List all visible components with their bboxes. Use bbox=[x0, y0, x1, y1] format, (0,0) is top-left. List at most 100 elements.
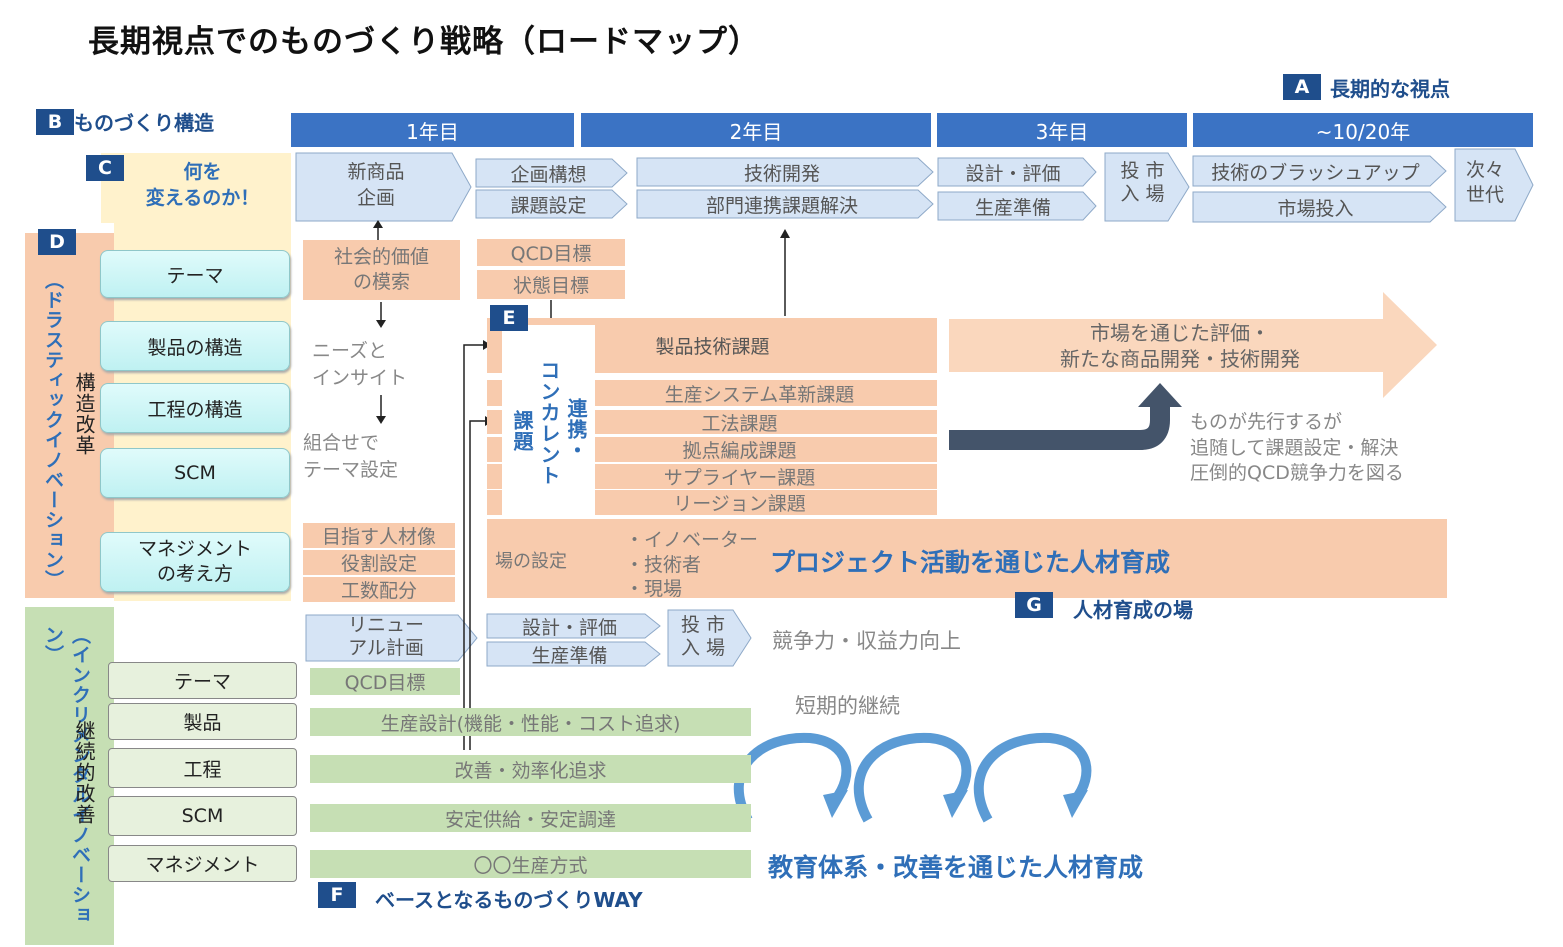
theme-button[interactable]: テーマ bbox=[100, 250, 290, 298]
social-value-1: 社会的価値 bbox=[333, 246, 429, 269]
c-header-bg bbox=[101, 153, 291, 223]
combo-2: テーマ設定 bbox=[303, 458, 399, 481]
tag-b: B bbox=[36, 109, 74, 135]
management-line1: マネジメント bbox=[137, 538, 252, 561]
label-renewal: リニュー アル計画 bbox=[306, 614, 466, 660]
workload-box: 工数配分 bbox=[303, 577, 455, 602]
label-launch-2: 入 場 bbox=[1120, 182, 1165, 205]
role-box: 役割設定 bbox=[303, 550, 455, 575]
label-next-1: 次々 bbox=[1465, 159, 1504, 181]
label-prep: 生産準備 bbox=[974, 196, 1051, 219]
chevron-dept bbox=[636, 189, 934, 219]
chevron-launch bbox=[1104, 152, 1190, 222]
label-next: 次々 世代 bbox=[1455, 158, 1515, 207]
chevron-low-prep bbox=[486, 641, 661, 667]
tag-d: D bbox=[38, 229, 76, 255]
c-label: 何を 変えるのか！ bbox=[140, 160, 265, 211]
needs-text: ニーズと インサイト bbox=[312, 338, 407, 391]
qcd-goal-box: QCD目標 bbox=[477, 239, 625, 266]
short-term-text: 短期的継続 bbox=[795, 694, 900, 718]
label-launch-1: 投 市 bbox=[1120, 160, 1165, 182]
d-vertical-outer: （ドラスティックイノベーション） bbox=[42, 270, 64, 590]
chevron-new-product bbox=[295, 152, 472, 222]
management-button[interactable]: マネジメント の考え方 bbox=[100, 532, 290, 592]
incremental-vertical-inner: 継続的改善 bbox=[72, 720, 96, 825]
c-label-line2: 変えるのか！ bbox=[145, 186, 260, 209]
needs-1: ニーズと bbox=[312, 340, 388, 362]
hr-band bbox=[487, 519, 1447, 598]
label-plan: 企画構想 bbox=[510, 163, 587, 186]
chevron-renewal bbox=[305, 614, 478, 662]
cycle-loop-3 bbox=[973, 732, 1092, 823]
label-dept: 部門連携課題解決 bbox=[705, 194, 858, 217]
label-renewal-2: アル計画 bbox=[348, 636, 424, 659]
chevron-tech bbox=[636, 157, 934, 187]
label-low-prep: 生産準備 bbox=[531, 644, 608, 667]
hr-main-text: プロジェクト活動を通じた人材育成 bbox=[770, 548, 1171, 577]
label-low-design: 設計・評価 bbox=[521, 616, 617, 639]
arrowhead-up-newproduct bbox=[373, 220, 383, 228]
low-theme-button[interactable]: テーマ bbox=[108, 662, 297, 699]
competitiveness-text: 競争力・収益力向上 bbox=[772, 629, 961, 653]
year-1: 1年目 bbox=[291, 113, 574, 147]
dark-turn-arrow bbox=[949, 405, 1170, 450]
scm-button[interactable]: SCM bbox=[100, 448, 290, 498]
process-structure-button[interactable]: 工程の構造 bbox=[100, 383, 290, 433]
low-scm-button[interactable]: SCM bbox=[108, 796, 297, 836]
year-3: 3年目 bbox=[937, 113, 1187, 147]
hr-list: ・イノベーター ・技術者 ・現場 bbox=[625, 528, 758, 602]
hr-target-box: 目指す人材像 bbox=[303, 523, 455, 548]
social-value-box: 社会的価値 の模索 bbox=[303, 240, 460, 300]
chevron-design bbox=[937, 157, 1097, 187]
label-launch: 投 市 入 場 bbox=[1105, 160, 1180, 206]
big-arrow-text: 市場を通じた評価・ 新たな商品開発・技術開発 bbox=[990, 320, 1370, 372]
combo-text: 組合せで テーマ設定 bbox=[303, 430, 398, 483]
big-market-arrow bbox=[949, 292, 1437, 398]
state-goal-box: 状態目標 bbox=[477, 270, 625, 299]
label-new-product: 新商品 企画 bbox=[296, 160, 456, 211]
tag-f: F bbox=[318, 882, 356, 908]
label-design: 設計・評価 bbox=[965, 162, 1061, 185]
d-vertical-inner: 構造改革 bbox=[72, 372, 96, 456]
arrowhead-combo bbox=[376, 416, 386, 424]
concurrent-box bbox=[502, 325, 595, 541]
green-design: 生産設計(機能・性能・コスト追求) bbox=[310, 708, 751, 736]
tag-f-label: ベースとなるものづくりWAY bbox=[375, 888, 643, 912]
low-product-button[interactable]: 製品 bbox=[108, 703, 297, 740]
hr-item-2: ・技術者 bbox=[625, 553, 702, 576]
low-management-button[interactable]: マネジメント bbox=[108, 845, 297, 882]
d-column-bg bbox=[25, 233, 114, 598]
cycle-head-3 bbox=[1063, 790, 1088, 818]
arrowhead-up-tech bbox=[780, 229, 790, 238]
arrow-feedback-2 bbox=[469, 420, 487, 750]
label-issue: 課題設定 bbox=[510, 194, 587, 217]
needs-2: インサイト bbox=[312, 366, 408, 389]
tag-a-label: 長期的な視点 bbox=[1330, 77, 1450, 101]
chevron-prep bbox=[937, 191, 1097, 221]
tag-g-label: 人材育成の場 bbox=[1073, 598, 1193, 622]
hr-item-1: ・イノベーター bbox=[625, 529, 759, 551]
arrow-feedback-1 bbox=[463, 344, 485, 750]
arrowhead-needs bbox=[376, 320, 386, 328]
lead-1: ものが先行するが bbox=[1190, 411, 1343, 433]
chevron-plan bbox=[475, 158, 628, 188]
lead-text: ものが先行するが 追随して課題設定・解決 圧倒的QCD競争力を図る bbox=[1190, 410, 1404, 487]
combo-1: 組合せで bbox=[303, 432, 380, 454]
hr-place: 場の設定 bbox=[495, 551, 567, 572]
product-structure-button[interactable]: 製品の構造 bbox=[100, 321, 290, 371]
tag-e: E bbox=[490, 305, 528, 331]
lead-2: 追随して課題設定・解決 bbox=[1190, 436, 1399, 459]
label-next-2: 世代 bbox=[1465, 183, 1504, 206]
tag-g: G bbox=[1015, 592, 1053, 618]
cycle-head-2 bbox=[943, 790, 968, 818]
label-market: 市場投入 bbox=[1277, 197, 1354, 220]
task-product: 製品技術課題 bbox=[655, 336, 770, 358]
green-supply: 安定供給・安定調達 bbox=[310, 804, 751, 832]
label-new-product-2: 企画 bbox=[356, 186, 395, 209]
low-process-button[interactable]: 工程 bbox=[108, 748, 297, 788]
big-arrow-line2: 新たな商品開発・技術開発 bbox=[1060, 347, 1300, 371]
tag-a: A bbox=[1283, 74, 1321, 100]
concurrent-col2: コンカレント bbox=[537, 360, 561, 486]
concurrent-col1: 連携・ bbox=[564, 398, 588, 461]
